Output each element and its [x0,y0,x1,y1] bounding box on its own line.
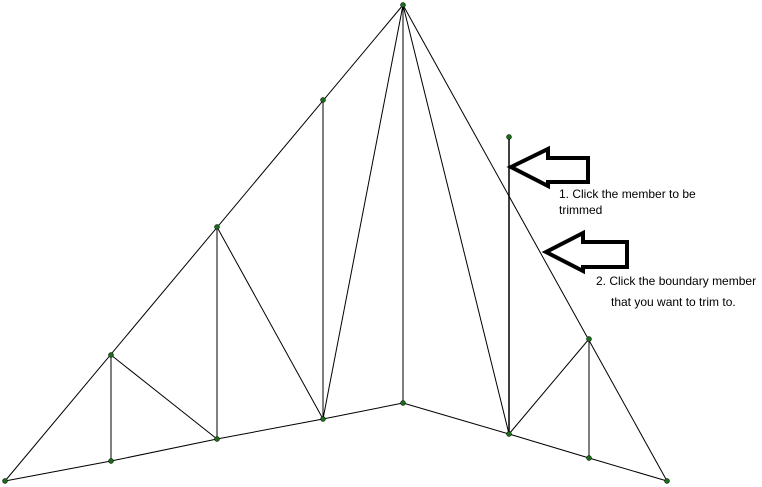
truss-member[interactable] [322,4,404,420]
truss-node[interactable] [108,458,114,464]
arrow-step1-icon [506,145,590,190]
truss-node[interactable] [320,97,326,103]
truss-member[interactable] [216,418,324,440]
truss-member[interactable] [4,4,404,482]
truss-member[interactable] [322,402,404,420]
step2-line2: that you want to trim to. [611,295,736,309]
truss-node[interactable] [506,431,512,437]
truss-node[interactable] [506,134,512,140]
truss-member[interactable] [4,460,112,482]
truss-member[interactable] [110,438,218,462]
truss-node[interactable] [214,436,220,442]
truss-member[interactable] [402,402,510,435]
arrow-step2-icon [541,229,629,275]
step1-line2: trimmed [559,203,603,217]
truss-node[interactable] [108,352,114,358]
truss-node[interactable] [2,478,8,484]
truss-member[interactable] [508,433,590,459]
truss-node[interactable] [320,416,326,422]
truss-member[interactable] [508,338,590,435]
truss-node[interactable] [586,336,592,342]
truss-member[interactable] [110,354,218,440]
truss-member[interactable] [402,4,510,435]
truss-node[interactable] [400,2,406,8]
truss-node[interactable] [400,400,406,406]
truss-member[interactable] [216,226,324,420]
step2-line1: 2. Click the boundary member [596,274,757,288]
boundary-member[interactable] [402,4,668,482]
truss-node[interactable] [664,478,670,484]
truss-node[interactable] [586,455,592,461]
truss-node[interactable] [214,224,220,230]
step1-instruction: 1. Click the member to be trimmed [559,186,696,218]
step1-line1: 1. Click the member to be [559,187,696,201]
truss-member[interactable] [588,457,668,482]
